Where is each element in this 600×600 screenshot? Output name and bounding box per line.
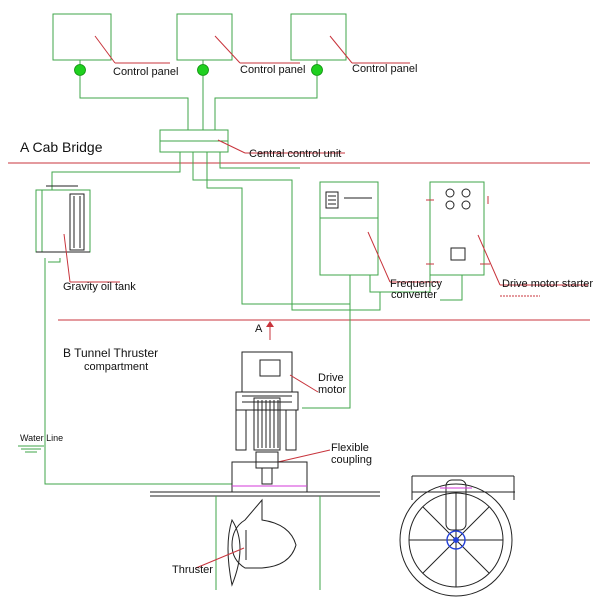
thruster-front-view	[399, 475, 515, 597]
gravity-oil-tank	[35, 185, 120, 283]
frequency-converter	[319, 181, 440, 283]
hub-icon	[446, 530, 466, 550]
system-wiring	[44, 152, 463, 485]
control-panel-2-label: Control panel	[240, 64, 305, 76]
control-panel-3	[290, 13, 410, 76]
flexible-coupling	[255, 449, 331, 485]
green-lamp-icon	[311, 64, 323, 76]
control-panel-3-label: Control panel	[352, 63, 417, 75]
drive-motor-label-line1: Drive	[318, 372, 344, 384]
green-lamp-icon	[74, 64, 86, 76]
central-control-unit	[159, 129, 345, 154]
thruster-label: Thruster	[172, 564, 213, 576]
control-panel-2	[176, 13, 300, 76]
tunnel-thruster-title-line1: B Tunnel Thruster	[63, 346, 158, 360]
gravity-oil-tank-label: Gravity oil tank	[63, 281, 136, 293]
drive-motor-starter-label: Drive motor starter	[502, 278, 593, 290]
drive-motor-label-line2: motor	[318, 384, 346, 396]
frequency-converter-label-line1: Frequency	[390, 278, 442, 290]
frequency-converter-label-line2: converter	[391, 289, 437, 301]
tunnel-thruster-title-line2: compartment	[84, 361, 148, 373]
central-control-unit-label: Central control unit	[249, 148, 341, 160]
green-lamp-icon	[197, 64, 209, 76]
section-arrow-icon	[266, 321, 274, 340]
control-wiring	[79, 76, 318, 130]
flexible-coupling-label-line1: Flexible	[331, 442, 369, 454]
thruster-side-view	[150, 461, 380, 590]
drive-motor	[235, 351, 319, 451]
section-a-marker: A	[255, 323, 263, 335]
cab-bridge-title: A Cab Bridge	[20, 139, 103, 155]
water-line-label: Water Line	[20, 433, 63, 443]
control-panel-1-label: Control panel	[113, 66, 178, 78]
water-line-icon	[18, 445, 44, 453]
drive-motor-starter	[426, 181, 588, 297]
flexible-coupling-label-line2: coupling	[331, 454, 372, 466]
control-panel-1	[52, 13, 170, 76]
